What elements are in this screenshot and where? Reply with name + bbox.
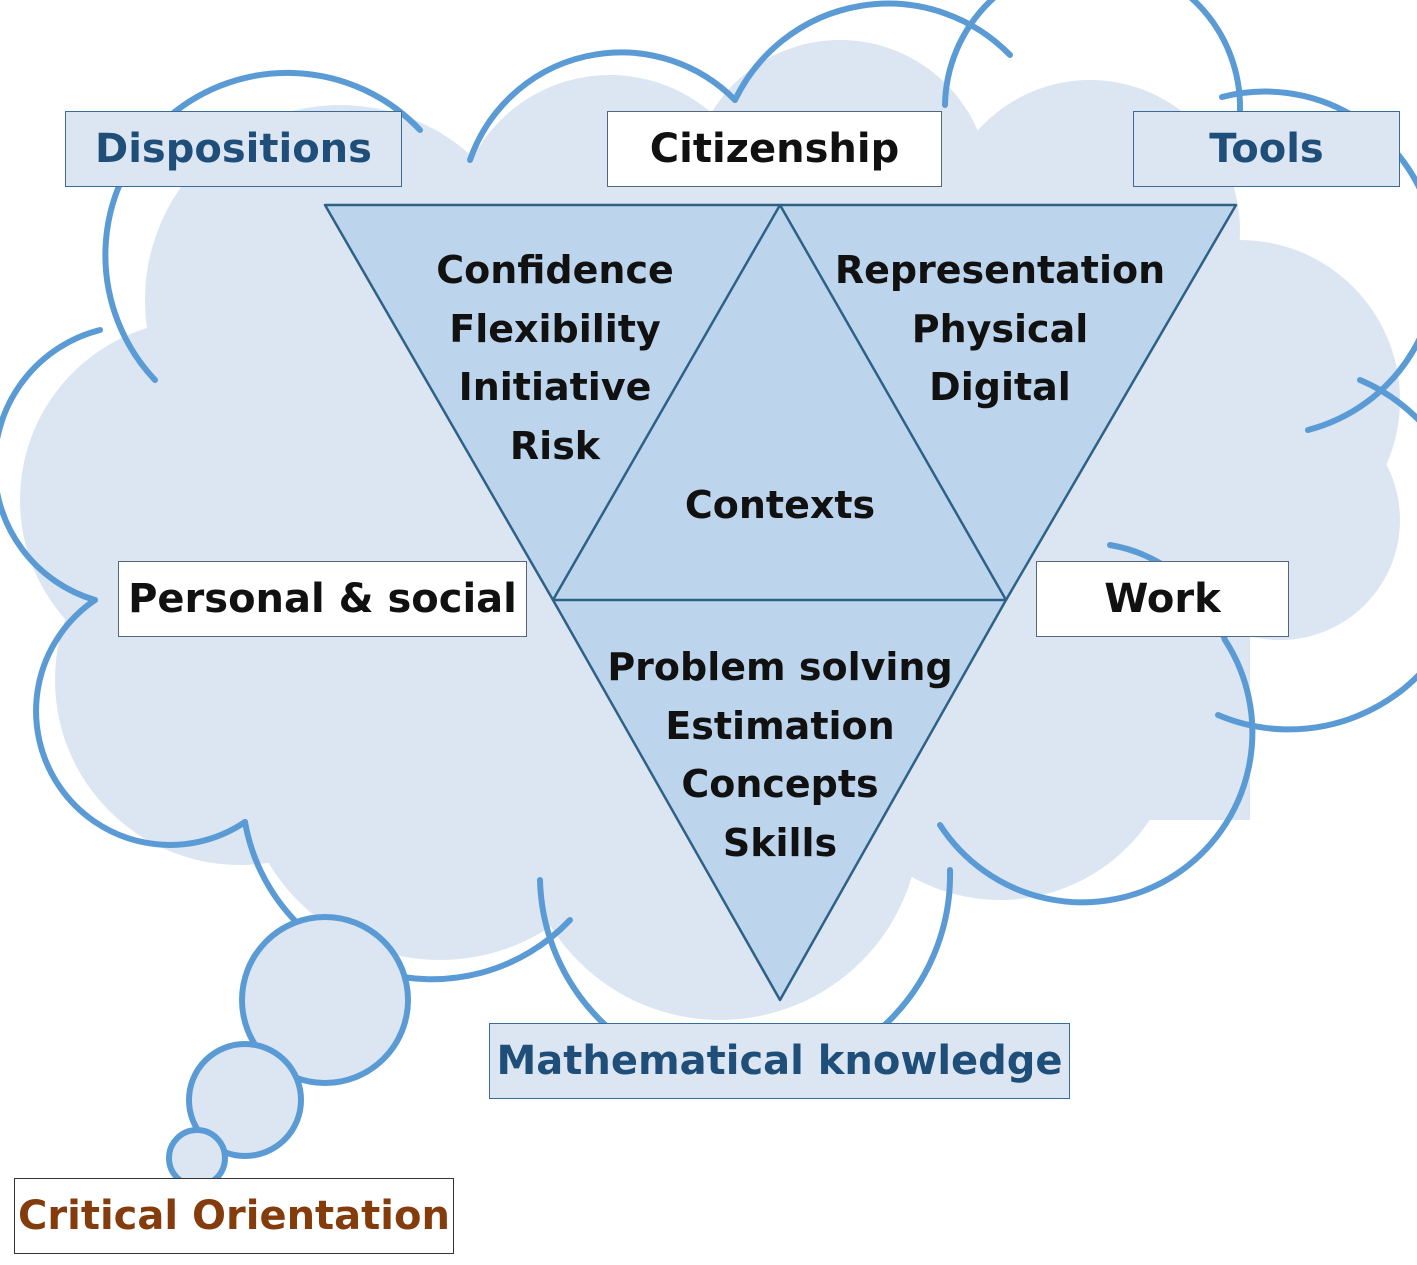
contexts-label: Contexts — [684, 483, 876, 527]
knowledge-item: Estimation — [665, 703, 895, 748]
dispositions-item: Flexibility — [449, 306, 661, 351]
tools-items: Representation Physical Digital — [820, 241, 1180, 417]
dispositions-item: Risk — [509, 423, 601, 468]
dispositions-item: Confidence — [436, 248, 674, 292]
thought-bubble-large — [239, 914, 411, 1086]
contexts-triangle — [553, 205, 1006, 600]
tools-label: Tools — [1133, 111, 1400, 187]
triangle-figure — [323, 203, 1238, 1002]
work-label: Work — [1036, 561, 1289, 637]
critical-orientation-label: Critical Orientation — [14, 1178, 454, 1254]
dispositions-item: Initiative — [458, 365, 652, 409]
thought-bubbles — [166, 914, 411, 1189]
mathematical-knowledge-label: Mathematical knowledge — [489, 1023, 1070, 1099]
thought-bubble-medium — [186, 1041, 304, 1159]
knowledge-triangle — [551, 598, 1008, 1002]
contexts-center: Contexts — [630, 476, 930, 535]
dispositions-label: Dispositions — [65, 111, 402, 187]
knowledge-items: Problem solving Estimation Concepts Skil… — [590, 638, 970, 872]
tools-item: Physical — [911, 306, 1089, 351]
knowledge-item: Concepts — [681, 762, 879, 806]
tools-item: Digital — [929, 365, 1071, 409]
tools-item: Representation — [834, 248, 1166, 292]
dispositions-items: Confidence Flexibility Initiative Risk — [375, 241, 735, 475]
knowledge-item: Problem solving — [607, 645, 953, 689]
knowledge-item: Skills — [722, 820, 838, 865]
dispositions-triangle — [323, 203, 782, 602]
tools-triangle — [778, 203, 1238, 602]
citizenship-label: Citizenship — [607, 111, 942, 187]
personal-social-label: Personal & social — [118, 561, 527, 637]
